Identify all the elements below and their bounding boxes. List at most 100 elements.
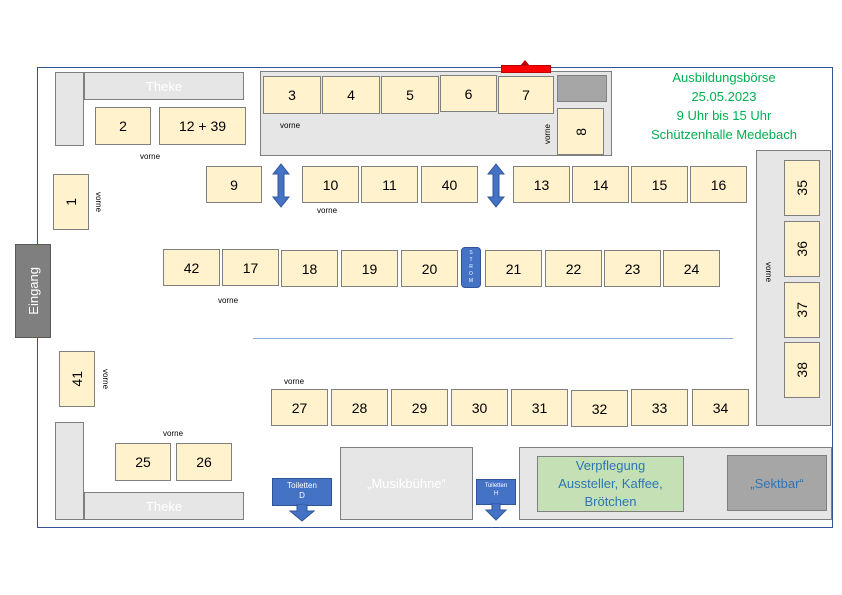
booth-37-label: 37 xyxy=(794,302,810,318)
booth-25[interactable]: 25 xyxy=(115,443,171,481)
booth-36-label: 36 xyxy=(794,241,810,257)
booth-7-label: 7 xyxy=(522,87,530,103)
booth-23-label: 23 xyxy=(624,260,641,277)
vorne-right-column: vorne xyxy=(764,262,773,283)
booth-18[interactable]: 18 xyxy=(281,250,338,287)
booth-12-39-label: 12 + 39 xyxy=(178,118,227,134)
booth-26[interactable]: 26 xyxy=(176,443,232,481)
booth-28[interactable]: 28 xyxy=(331,389,388,426)
top-marker-red xyxy=(501,65,551,73)
booth-13-label: 13 xyxy=(533,176,550,193)
booth-38[interactable]: 38 xyxy=(784,342,820,398)
booth-14-label: 14 xyxy=(592,176,609,193)
booth-18-label: 18 xyxy=(301,260,318,277)
vorne-booth-2: vorne xyxy=(140,152,161,161)
booth-16-label: 16 xyxy=(710,176,727,193)
booth-10-label: 10 xyxy=(322,176,339,193)
booth-13[interactable]: 13 xyxy=(513,166,570,203)
arrow-down-toilet-men-icon xyxy=(485,503,507,521)
booth-5[interactable]: 5 xyxy=(381,76,439,114)
arrow-updown-right-icon xyxy=(487,163,505,208)
booth-31-label: 31 xyxy=(531,399,548,416)
toilet-women: Toiletten D xyxy=(272,478,332,506)
booth-15-label: 15 xyxy=(651,176,668,193)
toilet-men: Toiletten H xyxy=(476,479,516,505)
booth-41[interactable]: 41 xyxy=(59,351,95,407)
booth-10[interactable]: 10 xyxy=(302,166,359,203)
booth-32-label: 32 xyxy=(591,400,608,417)
counter-bottom: Theke xyxy=(84,492,244,520)
booth-31[interactable]: 31 xyxy=(511,389,568,426)
event-venue: Schützenhalle Medebach xyxy=(651,127,797,142)
vorne-booth-25: vorne xyxy=(163,429,184,438)
stage: „Musikbühne“ xyxy=(340,447,473,520)
booth-3[interactable]: 3 xyxy=(263,76,321,114)
booth-24-label: 24 xyxy=(683,260,700,277)
counter-top: Theke xyxy=(84,72,244,100)
booth-1-label: 1 xyxy=(63,198,79,206)
booth-24[interactable]: 24 xyxy=(663,250,720,287)
vorne-booth-8: vorne xyxy=(543,124,552,145)
booth-38-label: 38 xyxy=(794,362,810,378)
event-info: Ausbildungsbörse 25.05.2023 9 Uhr bis 15… xyxy=(626,68,822,144)
booth-4-label: 4 xyxy=(347,87,355,103)
booth-8[interactable]: 8 xyxy=(557,108,604,155)
stage-label: „Musikbühne“ xyxy=(367,476,446,491)
top-marker-triangle xyxy=(520,60,530,66)
booth-7[interactable]: 7 xyxy=(498,76,554,114)
booth-14[interactable]: 14 xyxy=(572,166,629,203)
toilet-men-label: Toiletten H xyxy=(484,483,508,497)
booth-27-label: 27 xyxy=(291,399,308,416)
booth-34[interactable]: 34 xyxy=(692,389,749,426)
booth-35[interactable]: 35 xyxy=(784,160,820,216)
catering-label: Verpflegung Aussteller, Kaffee, Brötchen xyxy=(558,458,663,509)
booth-2-label: 2 xyxy=(119,118,127,134)
booth-19[interactable]: 19 xyxy=(341,250,398,287)
booth-17[interactable]: 17 xyxy=(222,249,279,286)
booth-11-label: 11 xyxy=(382,176,397,193)
booth-22-label: 22 xyxy=(565,260,582,277)
booth-33[interactable]: 33 xyxy=(631,389,688,426)
booth-42[interactable]: 42 xyxy=(163,249,220,286)
booth-30[interactable]: 30 xyxy=(451,389,508,426)
booth-6[interactable]: 6 xyxy=(440,75,497,112)
toilet-women-label: Toiletten D xyxy=(287,481,317,500)
booth-12-39[interactable]: 12 + 39 xyxy=(159,107,246,145)
booth-9[interactable]: 9 xyxy=(206,166,262,203)
booth-11[interactable]: 11 xyxy=(361,166,418,203)
booth-15[interactable]: 15 xyxy=(631,166,688,203)
entrance-label: Eingang xyxy=(25,267,41,315)
booth-21[interactable]: 21 xyxy=(485,250,542,287)
vorne-booth-10: vorne xyxy=(317,206,338,215)
counter-bottom-vertical xyxy=(55,422,84,520)
top-grey-box xyxy=(557,75,607,102)
booth-36[interactable]: 36 xyxy=(784,221,820,277)
booth-4[interactable]: 4 xyxy=(322,76,380,114)
booth-20[interactable]: 20 xyxy=(401,250,458,287)
booth-19-label: 19 xyxy=(361,260,378,277)
booth-2[interactable]: 2 xyxy=(95,107,151,145)
booth-9-label: 9 xyxy=(230,176,238,193)
booth-40[interactable]: 40 xyxy=(421,166,478,203)
arrow-down-toilet-women-icon xyxy=(289,504,315,522)
booth-1[interactable]: 1 xyxy=(53,174,89,230)
booth-29-label: 29 xyxy=(411,399,428,416)
booth-28-label: 28 xyxy=(351,399,368,416)
booth-3-label: 3 xyxy=(288,87,296,103)
booth-21-label: 21 xyxy=(505,260,522,277)
vorne-top-row: vorne xyxy=(280,121,301,130)
power-outlet-label: STROM xyxy=(468,250,474,285)
sekt-bar: „Sektbar“ xyxy=(727,455,827,511)
booth-32[interactable]: 32 xyxy=(571,390,628,427)
booth-34-label: 34 xyxy=(712,399,729,416)
booth-23[interactable]: 23 xyxy=(604,250,661,287)
booth-29[interactable]: 29 xyxy=(391,389,448,426)
booth-22[interactable]: 22 xyxy=(545,250,602,287)
event-time: 9 Uhr bis 15 Uhr xyxy=(676,108,772,123)
booth-27[interactable]: 27 xyxy=(271,389,328,426)
booth-20-label: 20 xyxy=(421,260,438,277)
booth-16[interactable]: 16 xyxy=(690,166,747,203)
booth-37[interactable]: 37 xyxy=(784,282,820,338)
counter-top-label: Theke xyxy=(145,78,183,94)
event-title: Ausbildungsbörse xyxy=(672,70,776,85)
